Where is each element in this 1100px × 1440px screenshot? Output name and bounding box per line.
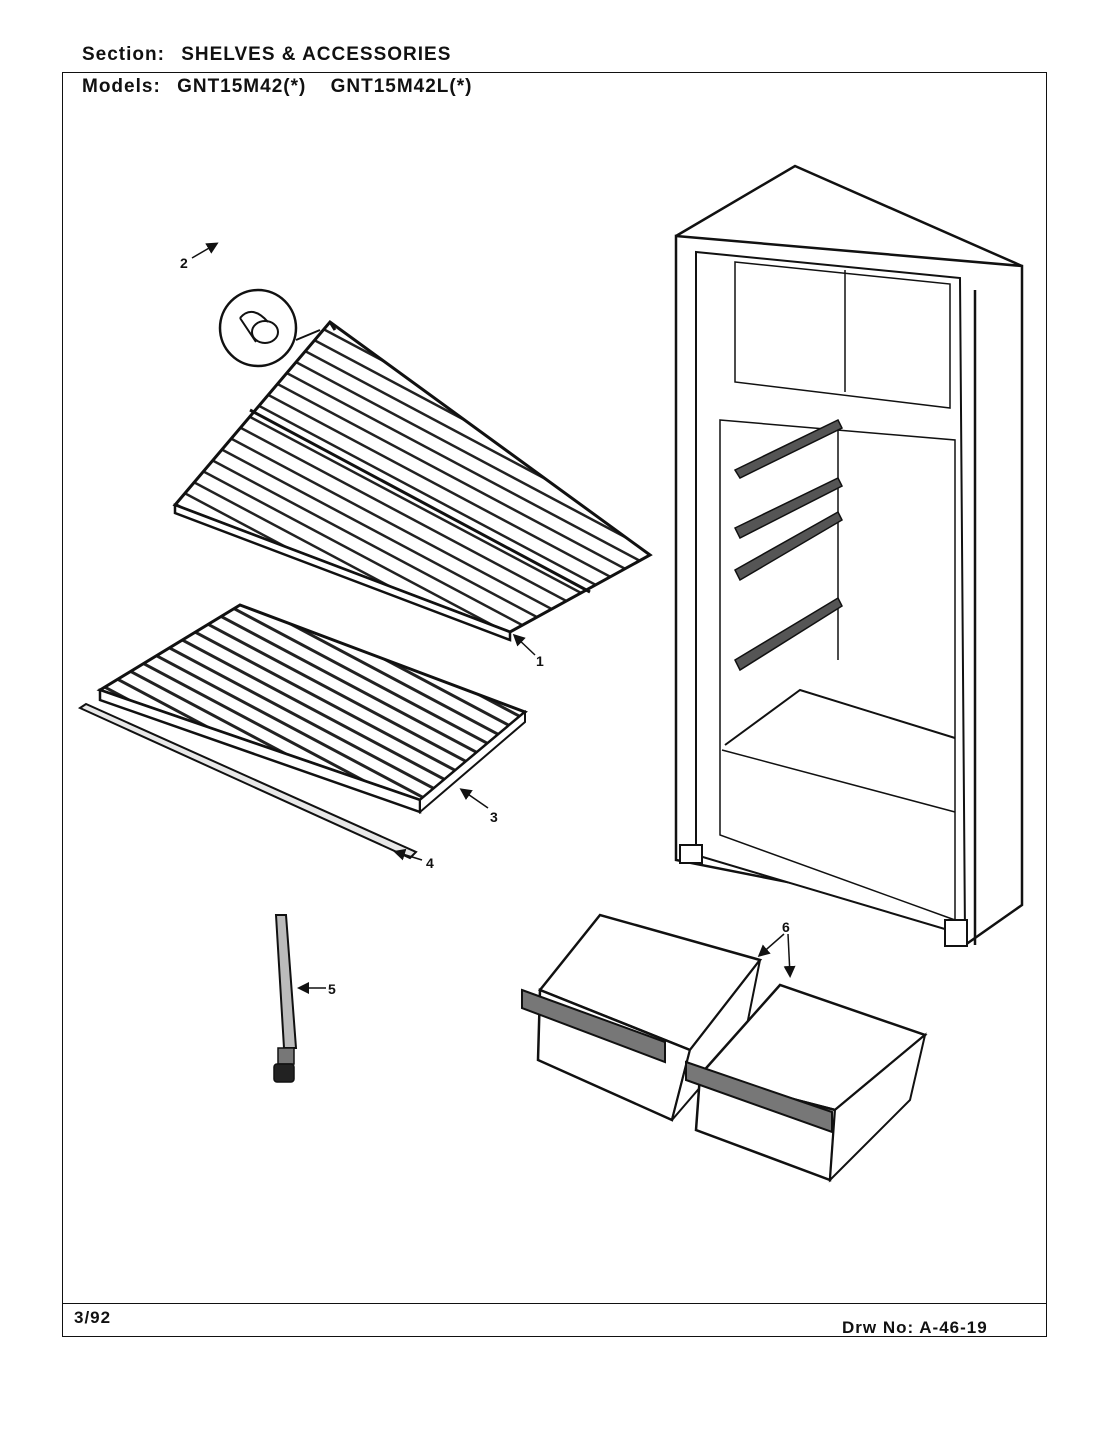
drawing-frame: [62, 72, 1047, 1337]
shelf-support: [273, 914, 298, 1083]
models-header: Models: GNT15M42(*) GNT15M42L(*): [82, 76, 472, 98]
section-label: Section:: [82, 44, 165, 65]
drawing-number: Drw No: A-46-19: [842, 1318, 988, 1337]
footer-divider: [62, 1303, 1047, 1304]
callout-3: 3: [490, 809, 498, 825]
crisper-drawer-right: [685, 983, 928, 1183]
shelf-trim: [77, 702, 418, 860]
footer-date: 3/92: [74, 1308, 112, 1327]
wire-shelf: [172, 319, 653, 642]
ribbed-shelf: [96, 603, 528, 815]
callout-4: 4: [426, 855, 434, 871]
callout-2: 2: [180, 255, 188, 271]
shelf-end-cap: [218, 288, 321, 368]
model-1: GNT15M42(*): [177, 76, 307, 97]
model-2: GNT15M42L(*): [330, 76, 473, 97]
callout-6: 6: [782, 919, 790, 935]
callout-1: 1: [536, 653, 544, 669]
models-label: Models:: [82, 76, 161, 97]
callout-leaders: [191, 242, 796, 994]
section-value: SHELVES & ACCESSORIES: [181, 44, 452, 65]
callout-5: 5: [328, 981, 336, 997]
section-header: Section: SHELVES & ACCESSORIES: [82, 44, 451, 66]
refrigerator-cabinet: [674, 164, 1024, 947]
